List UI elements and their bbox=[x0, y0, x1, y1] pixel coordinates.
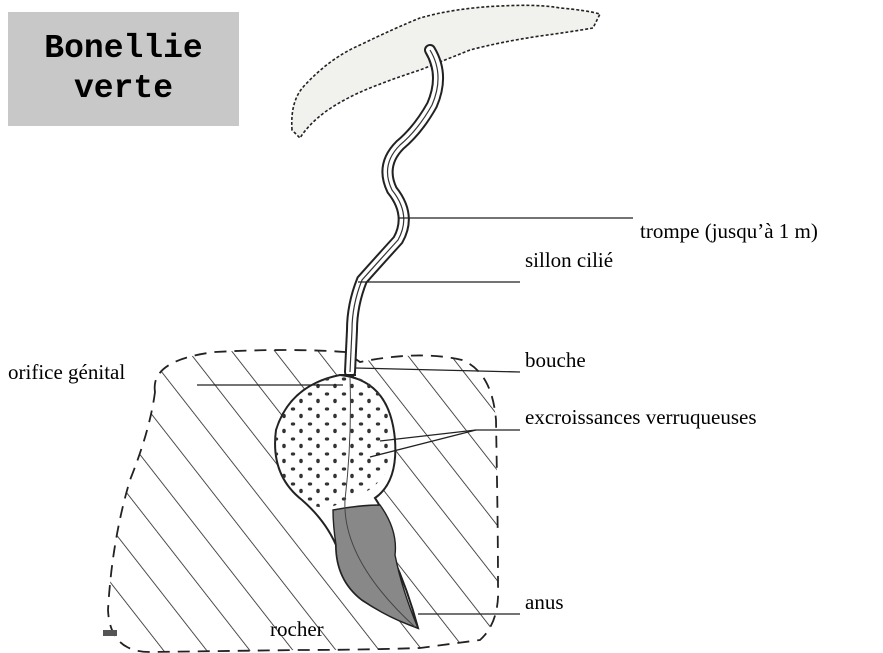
label-sillon: sillon cilié bbox=[525, 248, 613, 272]
title-line-2: verte bbox=[74, 69, 173, 109]
title-line-1: Bonellie bbox=[44, 29, 202, 69]
proboscis bbox=[350, 50, 438, 372]
label-orifice: orifice génital bbox=[8, 360, 125, 384]
label-bouche: bouche bbox=[525, 348, 586, 372]
proboscis-tip bbox=[292, 5, 600, 138]
label-excroissances: excroissances verruqueuses bbox=[525, 405, 757, 429]
label-trompe: trompe (jusqu’à 1 m) bbox=[640, 219, 818, 243]
title-box: Bonellie verte bbox=[8, 12, 239, 126]
label-rocher: rocher bbox=[270, 617, 324, 641]
label-anus: anus bbox=[525, 590, 564, 614]
